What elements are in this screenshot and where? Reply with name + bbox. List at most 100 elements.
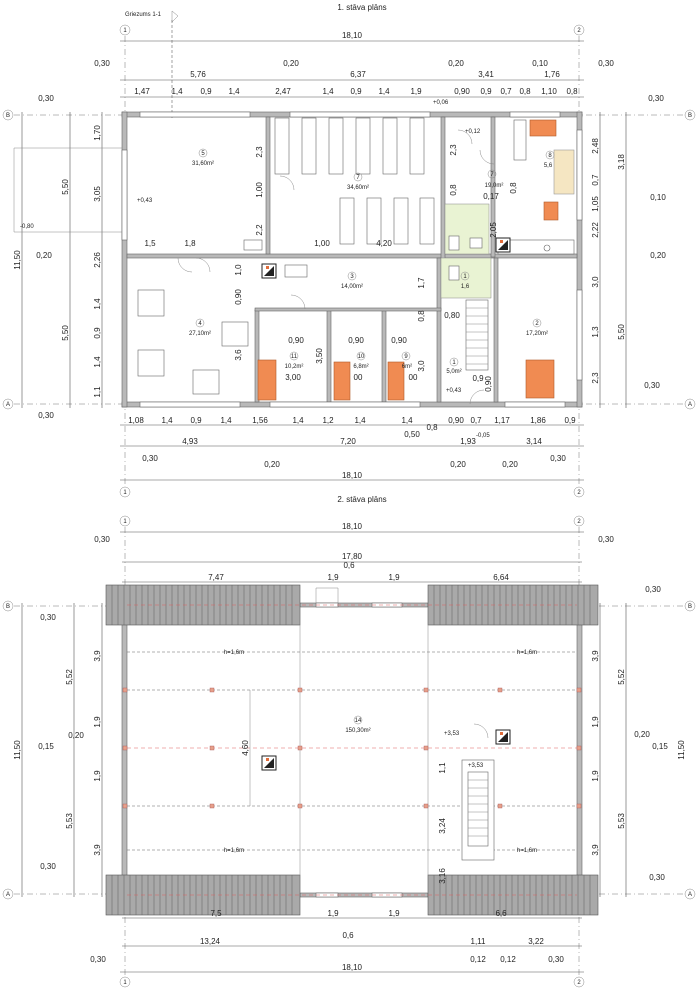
wall-interior	[493, 257, 499, 403]
dim-text: 00	[409, 373, 418, 382]
dim-text: 3,14	[526, 437, 542, 446]
dim-text: 1,4	[401, 416, 413, 425]
room-number: 8	[548, 153, 552, 159]
window	[269, 401, 421, 408]
dim-text: 0,7	[500, 87, 512, 96]
room-number: 9	[404, 354, 408, 360]
post	[297, 745, 303, 751]
room-number-circle	[198, 148, 208, 158]
dim-text: 0,9	[564, 416, 576, 425]
axis-label: 1	[123, 980, 127, 986]
axis-label: A	[688, 402, 692, 408]
dim-text: 0,9	[472, 374, 484, 383]
stall	[274, 117, 290, 175]
room-number: 1	[452, 360, 456, 366]
dim-text: 1,5	[144, 239, 156, 248]
dim-text: 6,6	[495, 909, 507, 918]
dim-text: 2,22	[591, 222, 600, 238]
dim-text: 0,7	[591, 174, 600, 186]
dim-text: 1,7	[417, 277, 426, 289]
dim-text: 2,3	[449, 144, 458, 156]
axis-row-a-left: A	[2, 398, 14, 410]
dim-text: 0,8	[519, 87, 531, 96]
dim-text: 3,50	[315, 348, 324, 364]
desk	[257, 359, 277, 401]
desk	[525, 359, 555, 399]
level-mark: +0,12	[465, 129, 481, 135]
dim-text: 0,6	[342, 931, 354, 940]
posts	[122, 687, 582, 809]
dim-text: 5,50	[61, 325, 70, 341]
dim-text: 1,4	[292, 416, 304, 425]
door-swing	[290, 294, 306, 310]
dim-text: 1,93	[460, 437, 476, 446]
dim-text: 6,64	[493, 573, 509, 582]
room-area: 17,20m²	[526, 331, 548, 337]
bench	[243, 239, 263, 251]
dim-text: 3,22	[528, 937, 544, 946]
dim-text: 1,9	[93, 716, 102, 728]
dim-text: 0,8	[426, 423, 438, 432]
axis-row-a-right: A	[684, 398, 696, 410]
dim-text: 7,5	[210, 909, 222, 918]
room-labels-ground: 5 31,60m² 7 34,60m² 7 19,0m² 8 5,6 3 14,…	[189, 148, 555, 375]
headroom-label: h=1,6m	[224, 848, 244, 854]
dim-text: 5,50	[617, 324, 626, 340]
dim-text: 1,17	[494, 416, 510, 425]
dim-text: 1,9	[327, 573, 339, 582]
toilet-icon	[448, 265, 460, 281]
plan-ground-floor: 1. stāva plāns Griezums 1-1 1 2 1 2 B A	[2, 3, 696, 498]
dim-text: 1,08	[128, 416, 144, 425]
dim-text: 0,20	[283, 59, 299, 68]
dim-text: 4,60	[241, 740, 250, 756]
dim-text: 3,9	[591, 844, 600, 856]
room-area: 1,6	[461, 284, 470, 290]
dim-text: 0,12	[470, 955, 486, 964]
level-markers-ground: +0,43 -0,80 +0,06 +0,12 +0,43 -0,05	[20, 100, 490, 439]
stairs-upper	[461, 759, 495, 861]
stalls	[274, 117, 435, 245]
axis-col-1-top: 1	[119, 515, 131, 527]
dim-text: 1,00	[314, 239, 330, 248]
dim-text: 1,11	[471, 937, 487, 946]
stall	[409, 117, 425, 175]
desk	[333, 361, 351, 401]
axis-label: 2	[577, 490, 581, 496]
room-number-circle	[356, 351, 366, 361]
dim-text: 2,47	[275, 87, 291, 96]
dim-text: 1,4	[354, 416, 366, 425]
room-number: 7	[490, 172, 494, 178]
chimney-icon	[261, 263, 277, 279]
room-number-circle	[487, 169, 497, 179]
desk	[543, 201, 559, 221]
level-mark: +0,06	[433, 100, 449, 106]
dim-text: 3,18	[617, 154, 626, 170]
table	[137, 349, 165, 377]
dim-text: 0,30	[648, 94, 664, 103]
dim-text: 1,56	[252, 416, 268, 425]
table	[192, 369, 220, 395]
axis-row-b-left: B	[2, 109, 14, 121]
dim-text: 5,53	[65, 813, 74, 829]
dim-text: 1,4	[228, 87, 240, 96]
stall	[339, 197, 355, 245]
room-area: 19,0m²	[485, 183, 504, 189]
post	[297, 803, 303, 809]
window	[289, 111, 431, 118]
window	[576, 129, 583, 221]
axis-label: 1	[123, 519, 127, 525]
dim-text: 3,16	[438, 868, 447, 884]
post	[122, 803, 128, 809]
wall-interior	[436, 257, 442, 403]
room-number: 3	[350, 274, 354, 280]
dim-text: 0,30	[548, 955, 564, 964]
plan1-title: 1. stāva plāns	[337, 3, 386, 12]
post	[122, 745, 128, 751]
room-number-circle	[289, 351, 299, 361]
room-area: 34,60m²	[347, 185, 369, 191]
stall	[366, 197, 382, 245]
axis-bubble	[2, 600, 14, 612]
chimney-icon	[495, 729, 511, 745]
dim-text: 2,2	[255, 224, 264, 236]
dim-text: 1,9	[327, 909, 339, 918]
